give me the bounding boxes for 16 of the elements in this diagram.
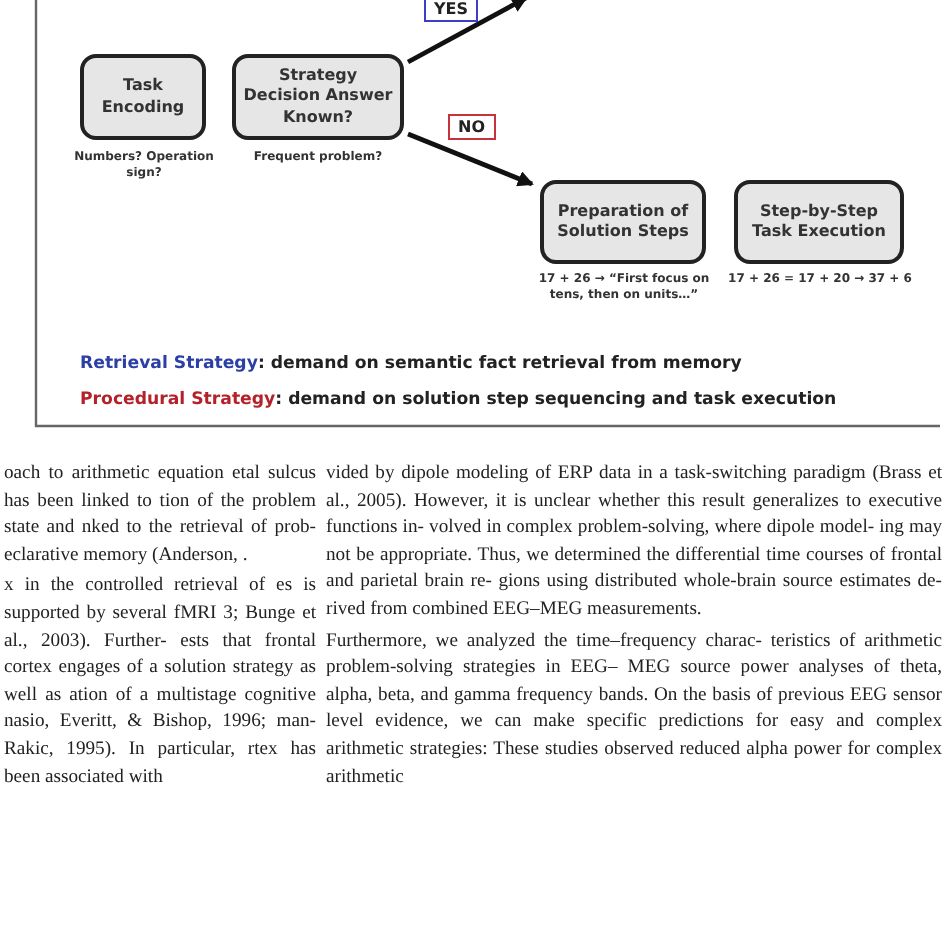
arrow	[407, 131, 534, 187]
process-box: Strategy Decision Answer Known?	[232, 54, 404, 140]
body-paragraph: vided by dipole modeling of ERP data in a task-switching paradigm (Brass et al., 2005). However, it is unclear whether this result generalizes to executive functions in- volved in complex problem-solving, where dipole model- ing may not be appropriate. Thus, we determined the differential time courses of frontal and parietal brain re- gions using distributed whole-brain source estimates de- rived from combined EEG–MEG measurements.	[326, 460, 942, 624]
body-paragraph: x in the controlled retrieval of es is supported by several fMRI 3; Bunge et al., 2003). Further- ests that frontal cortex engages of a solution strategy as well as ation of a multistage cognitive nasio, Everitt, & Bishop, 1996; man-Rakic, 1995). In particular, rtex has been associated with	[4, 572, 316, 791]
legend-term: Procedural Strategy	[80, 390, 276, 410]
process-box: Preparation of Solution Steps	[540, 180, 706, 264]
edge-label: YES	[424, 0, 479, 22]
edge-label: NO	[448, 114, 495, 140]
body-paragraph: Furthermore, we analyzed the time–frequency charac- teristics of arithmetic problem-solving strategies in EEG– MEG source power analyses of theta, alpha, beta, and gamma frequency bands. On the basis of previous EEG sensor level evidence, we can make specific predictions for easy and complex arithmetic strategies: These studies observed reduced alpha power for complex arithmetic	[326, 627, 942, 791]
body-paragraph: oach to arithmetic equation etal sulcus has been linked to tion of the problem state and nked to the retrieval of prob- eclarative memory (Anderson, .	[4, 460, 316, 569]
process-box: Step-by-Step Task Execution	[734, 180, 904, 264]
legend-term: Retrieval Strategy	[80, 354, 258, 374]
arrow	[406, 0, 528, 65]
legend-text: : demand on semantic fact retrieval from memory	[257, 354, 742, 374]
process-box: Task Encoding	[80, 54, 206, 140]
legend-text: : demand on solution step sequencing and task execution	[275, 390, 837, 410]
